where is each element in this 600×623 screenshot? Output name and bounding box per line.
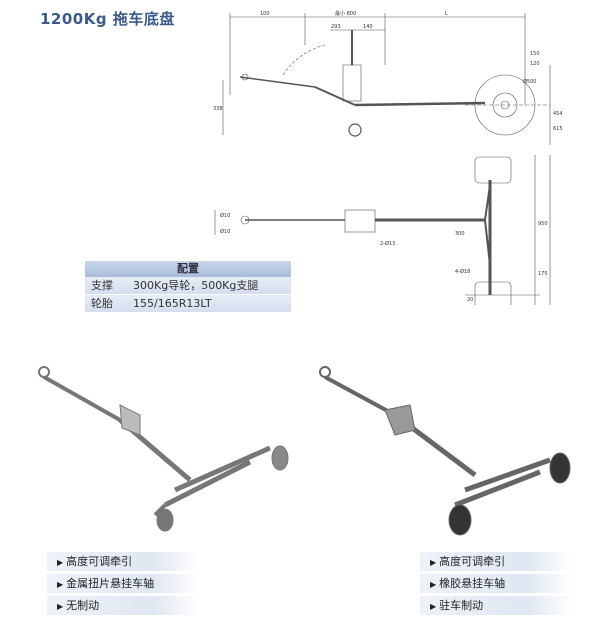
- dim-175: 175: [538, 271, 548, 277]
- dim-150: 150: [530, 51, 540, 57]
- dim-2-13: 2-Ø13: [380, 240, 395, 247]
- triangle-bullet-icon: ▶: [430, 580, 437, 589]
- chassis-photo-right: [319, 366, 571, 536]
- spec-row-support: 支撑 300Kg导轮，500Kg支腿: [85, 277, 291, 295]
- feature-label: 无制动: [66, 599, 100, 612]
- feature-item: ▶金属扭片悬挂车轴: [47, 574, 199, 593]
- spec-value: 155/165R13LT: [133, 297, 212, 310]
- feature-item: ▶无制动: [47, 596, 199, 615]
- spec-table: 配置 支撑 300Kg导轮，500Kg支腿 轮胎 155/165R13LT: [85, 261, 291, 313]
- dim-338: 338: [213, 106, 223, 112]
- left-feature-list: ▶高度可调牵引 ▶金属扭片悬挂车轴 ▶无制动: [47, 552, 199, 618]
- chassis-photo-left: [38, 366, 289, 532]
- dim-120: 120: [530, 61, 540, 67]
- dim-100: 100: [260, 11, 270, 17]
- spec-table-header: 配置: [85, 261, 291, 277]
- dim-800: 最小 800: [335, 10, 356, 17]
- feature-item: ▶高度可调牵引: [47, 552, 199, 571]
- feature-label: 橡胶悬挂车轴: [439, 577, 506, 590]
- dim-L: L: [445, 11, 448, 17]
- dim-293: 293: [331, 24, 341, 30]
- dim-454: 454: [553, 111, 563, 117]
- dim-4-18: 4-Ø18: [455, 268, 470, 275]
- dim-phi10-b: Ø10: [220, 228, 230, 235]
- triangle-bullet-icon: ▶: [57, 558, 64, 567]
- spec-key: 轮胎: [91, 297, 113, 310]
- spec-row-tire: 轮胎 155/165R13LT: [85, 295, 291, 313]
- spec-value: 300Kg导轮，500Kg支腿: [133, 279, 259, 292]
- dim-phi10-a: Ø10: [220, 212, 230, 219]
- right-feature-list: ▶高度可调牵引 ▶橡胶悬挂车轴 ▶驻车制动: [420, 552, 572, 618]
- feature-label: 驻车制动: [439, 599, 484, 612]
- dim-140: 140: [363, 24, 373, 30]
- feature-label: 高度可调牵引: [66, 555, 133, 568]
- feature-label: 高度可调牵引: [439, 555, 506, 568]
- dim-950: 950: [538, 221, 548, 227]
- triangle-bullet-icon: ▶: [430, 602, 437, 611]
- triangle-bullet-icon: ▶: [430, 558, 437, 567]
- dim-615: 615: [553, 126, 563, 132]
- page-title: 1200Kg 拖车底盘: [40, 10, 175, 28]
- feature-label: 金属扭片悬挂车轴: [66, 577, 155, 590]
- triangle-bullet-icon: ▶: [57, 580, 64, 589]
- feature-item: ▶高度可调牵引: [420, 552, 572, 571]
- dim-300: 300: [455, 231, 465, 237]
- technical-drawing: 100 最小 800 L 293 140 150 120 338 Ø500 45…: [213, 10, 563, 305]
- dim-20: 20: [467, 297, 473, 303]
- spec-key: 支撑: [91, 279, 113, 292]
- feature-item: ▶驻车制动: [420, 596, 572, 615]
- feature-item: ▶橡胶悬挂车轴: [420, 574, 572, 593]
- dim-500: Ø500: [523, 78, 536, 85]
- triangle-bullet-icon: ▶: [57, 602, 64, 611]
